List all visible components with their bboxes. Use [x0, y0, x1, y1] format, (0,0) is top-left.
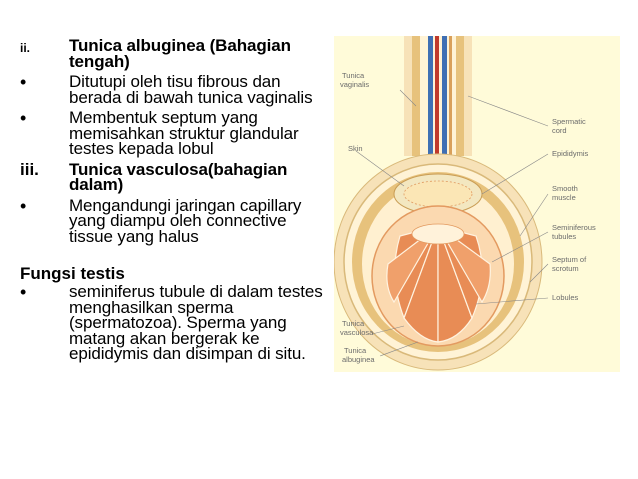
label-septum-of-scrotum: scrotum: [552, 264, 579, 273]
list-item-text: Tunica albuginea (Bahagian tengah): [69, 36, 291, 71]
list-marker: iii.: [20, 159, 39, 179]
label-lobules: Lobules: [552, 293, 579, 302]
list-item: iii. Tunica vasculosa(bahagian dalam): [20, 159, 325, 194]
label-seminiferous-tubules: Seminiferous: [552, 223, 596, 232]
spermatic-cord: [404, 36, 472, 156]
list-item-text: Ditutupi oleh tisu fibrous dan berada di…: [69, 72, 313, 107]
label-septum-of-scrotum: Septum of: [552, 255, 587, 264]
bullet-marker: •: [20, 108, 27, 128]
bullet-marker: •: [20, 72, 27, 92]
list-item: • Mengandungi jaringan capillary yang di…: [20, 195, 325, 246]
list-item-text: seminiferus tubule di dalam testes mengh…: [69, 282, 323, 363]
label-skin: Skin: [348, 144, 363, 153]
rete-testis: [411, 223, 465, 245]
label-smooth-muscle: Smooth: [552, 184, 578, 193]
label-tunica-albuginea: Tunica: [344, 346, 367, 355]
list-item-text: Membentuk septum yang memisahkan struktu…: [69, 108, 299, 158]
label-smooth-muscle: muscle: [552, 193, 576, 202]
label-spermatic-cord: cord: [552, 126, 567, 135]
label-tunica-vaginalis: Tunica: [342, 71, 365, 80]
list-item: • seminiferus tubule di dalam testes men…: [20, 282, 325, 363]
list-item-text: Tunica vasculosa(bahagian dalam): [69, 159, 288, 194]
label-tunica-vaginalis: vaginalis: [340, 80, 369, 89]
label-tunica-vasculosa: Tunica: [342, 319, 365, 328]
bullet-marker: •: [20, 195, 27, 216]
list-item-text: Mengandungi jaringan capillary yang diam…: [69, 195, 302, 246]
text-column: ii. Tunica albuginea (Bahagian tengah) •…: [20, 36, 325, 363]
label-spermatic-cord: Spermatic: [552, 117, 586, 126]
list-marker: ii.: [20, 41, 31, 55]
bullet-marker: •: [20, 282, 27, 302]
label-epididymis: Epididymis: [552, 149, 589, 158]
epididymis-coils: [403, 180, 473, 208]
label-tunica-albuginea: albuginea: [342, 355, 375, 364]
list-item: ii. Tunica albuginea (Bahagian tengah): [20, 36, 325, 71]
list-item: • Ditutupi oleh tisu fibrous dan berada …: [20, 72, 325, 107]
label-seminiferous-tubules: tubules: [552, 232, 576, 241]
lobules: [386, 225, 491, 343]
list-item: • Membentuk septum yang memisahkan struk…: [20, 108, 325, 158]
section-heading: Fungsi testis: [20, 264, 125, 283]
leader-lines: [355, 89, 549, 357]
testis-diagram: Tunica vaginalis Skin Spermatic cord Epi…: [334, 36, 620, 372]
label-tunica-vasculosa: vasculosa: [340, 328, 374, 337]
